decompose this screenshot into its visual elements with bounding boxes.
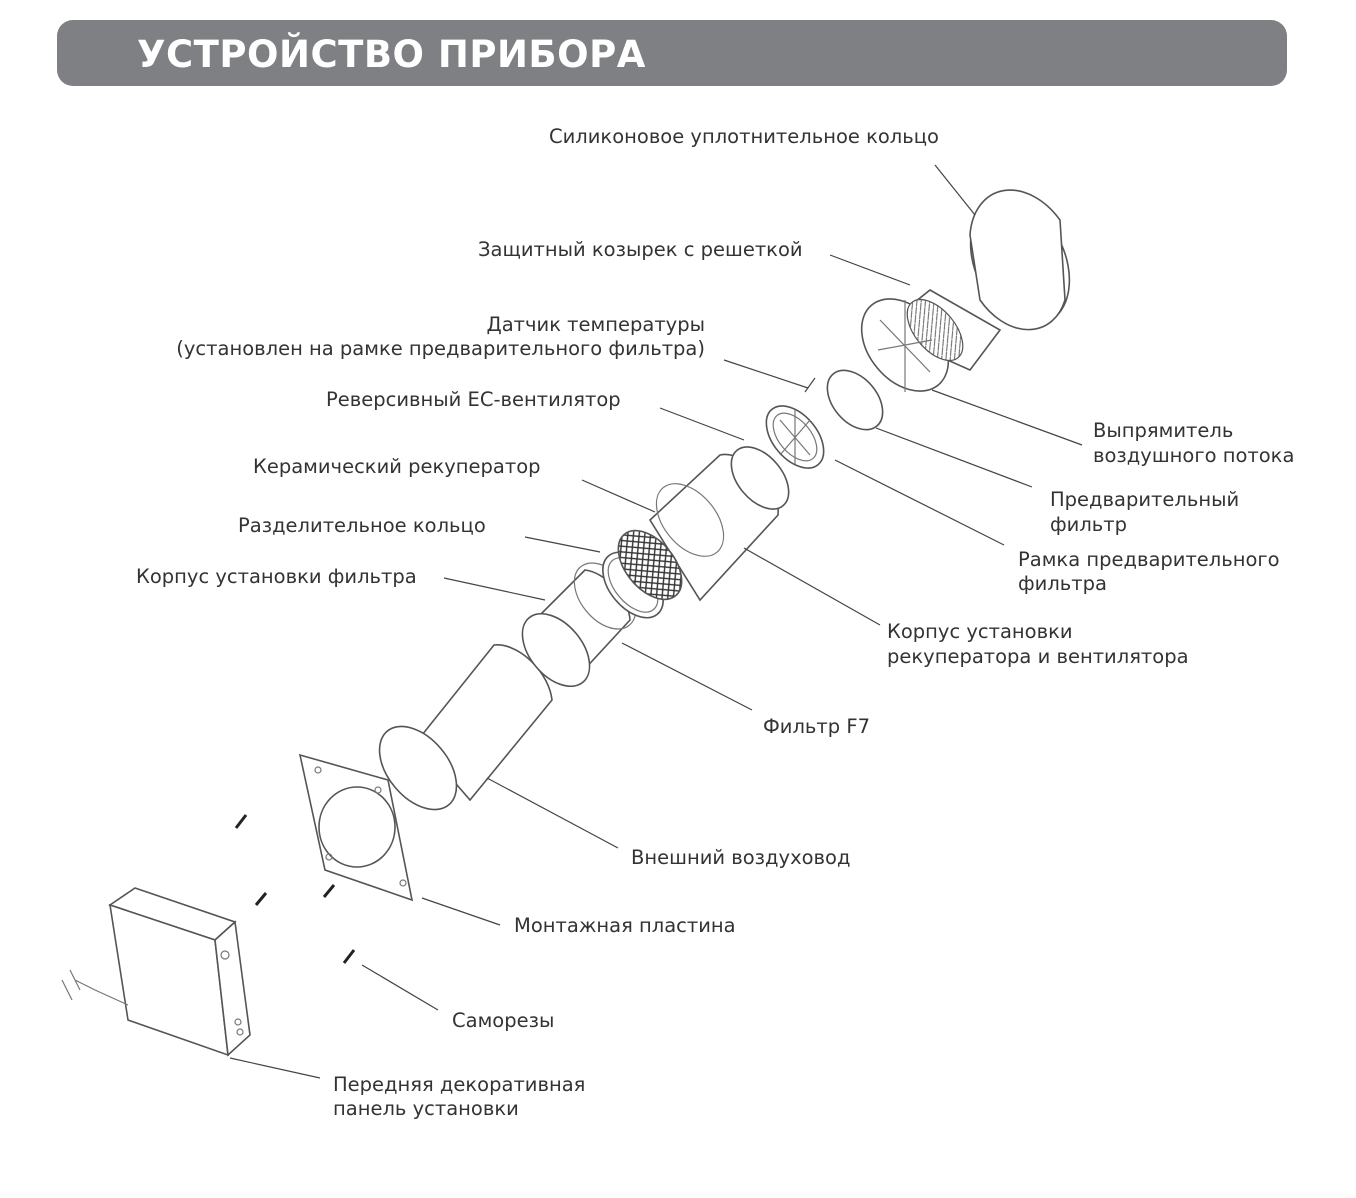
label-screws: Саморезы (452, 1009, 554, 1032)
header-bar: УСТРОЙСТВО ПРИБОРА (57, 20, 1287, 86)
prefilter-part (826, 369, 884, 431)
protective-visor-part (860, 289, 1002, 392)
label-separating-ring: Разделительное кольцо (238, 514, 486, 537)
temp-sensor-part (804, 377, 816, 393)
label-mounting-plate: Монтажная пластина (514, 914, 736, 937)
recuperator-housing-part (617, 446, 790, 602)
label-temp-sensor-2: (установлен на рамке предварительного фи… (176, 337, 705, 360)
label-prefilter-2: фильтр (1050, 513, 1127, 536)
page-title: УСТРОЙСТВО ПРИБОРА (137, 33, 646, 76)
label-flow-straightener-1: Выпрямитель (1093, 419, 1233, 442)
label-silicone-ring: Силиконовое уплотнительное кольцо (549, 125, 939, 148)
label-ceramic-recuperator: Керамический рекуператор (253, 455, 541, 478)
label-protective-visor: Защитный козырек с решеткой (478, 238, 803, 261)
leader-lines (229, 164, 1083, 1079)
label-filter-housing: Корпус установки фильтра (136, 565, 417, 588)
label-recuperator-housing-2: рекуператора и вентилятора (887, 645, 1189, 668)
label-front-panel-1: Передняя декоративная (333, 1073, 585, 1096)
label-temp-sensor-1: Датчик температуры (486, 313, 705, 336)
mounting-plate-part (298, 753, 414, 902)
label-prefilter-frame-1: Рамка предварительного (1018, 548, 1280, 571)
label-prefilter-frame-2: фильтра (1018, 572, 1107, 595)
label-prefilter-1: Предварительный (1050, 488, 1239, 511)
label-outer-duct: Внешний воздуховод (631, 846, 850, 869)
prefilter-frame-part (765, 405, 825, 469)
label-front-panel-2: панель установки (333, 1097, 519, 1120)
label-filter-f7: Фильтр F7 (763, 715, 870, 738)
label-recuperator-housing-1: Корпус установки (887, 620, 1073, 643)
label-flow-straightener-2: воздушного потока (1093, 444, 1294, 467)
silicone-ring-part (969, 189, 1071, 331)
outer-duct-part (378, 644, 553, 811)
label-reversible-fan: Реверсивный ЕС-вентилятор (326, 388, 621, 411)
screws-part (234, 814, 356, 964)
front-panel-part (61, 887, 251, 1057)
